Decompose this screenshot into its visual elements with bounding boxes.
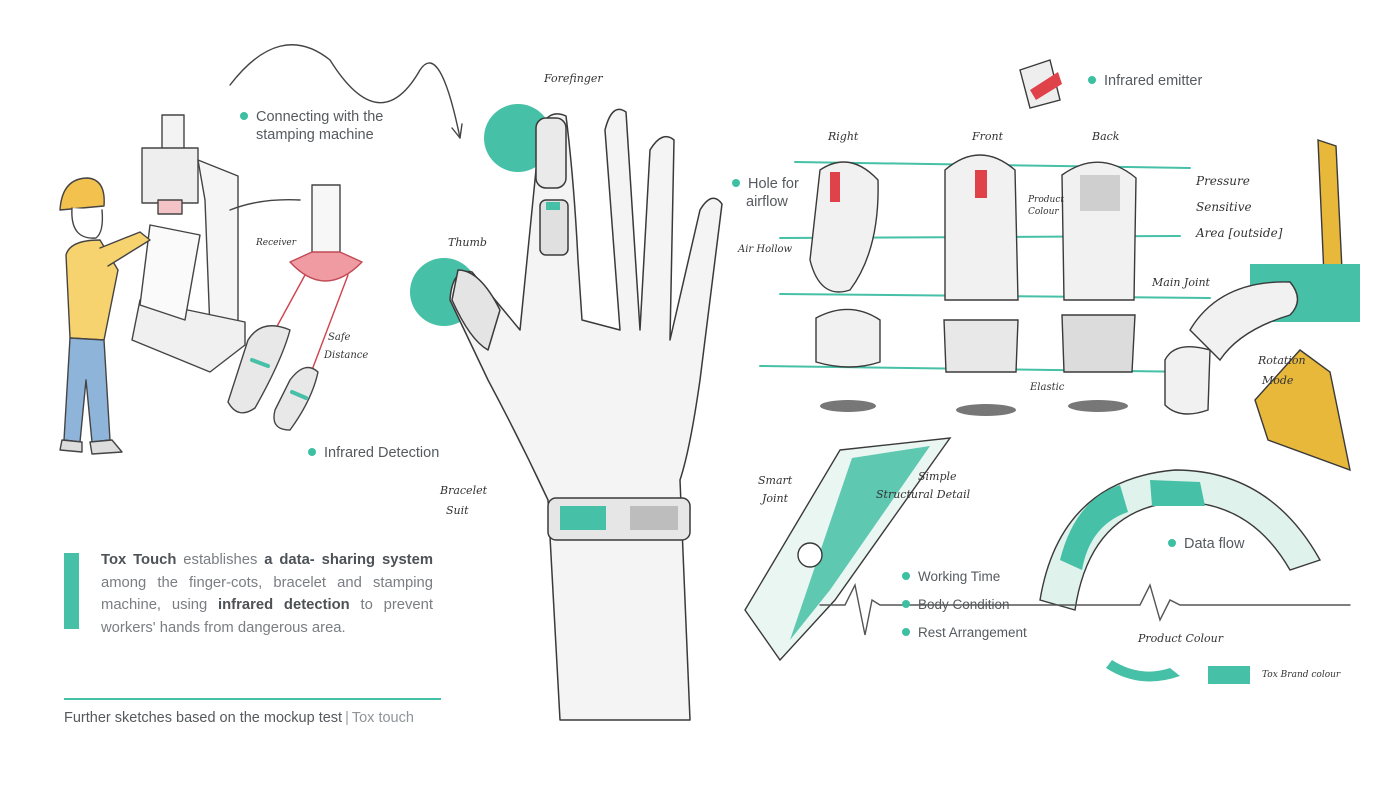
desc-part3: to prevent workers' hands from dangerous… bbox=[101, 597, 434, 636]
infrared-emitter-label: Infrared emitter bbox=[1104, 73, 1203, 89]
rest-arrangement-label: Rest Arrangement bbox=[918, 625, 1027, 640]
connecting-annotation: Connecting with the stamping machine bbox=[240, 108, 383, 144]
product-colour-label: Product Colour bbox=[1028, 195, 1064, 217]
caption-separator: | bbox=[345, 710, 349, 726]
bullet-dot-icon bbox=[902, 628, 910, 637]
description-text: Tox Touch establishes a data- sharing sy… bbox=[101, 549, 433, 639]
front-label: Front bbox=[972, 130, 1004, 143]
suit-label: Suit bbox=[446, 504, 469, 517]
description-accent-bar bbox=[64, 553, 79, 629]
infrared-detection-annotation: Infrared Detection bbox=[308, 444, 439, 462]
caption-project: Tox touch bbox=[351, 710, 414, 726]
forefinger-label: Forefinger bbox=[544, 72, 603, 85]
tox-brand-colour-label: Tox Brand colour bbox=[1262, 670, 1341, 680]
bullet-dot-icon bbox=[308, 448, 316, 457]
main-joint-sketch bbox=[1164, 139, 1360, 472]
caption: Further sketches based on the mockup tes… bbox=[64, 710, 414, 726]
brand-name: Tox Touch bbox=[101, 552, 177, 568]
pressure-label: Pressure bbox=[1196, 174, 1250, 188]
mode-label: Mode bbox=[1262, 374, 1294, 387]
hand-sketch bbox=[410, 104, 723, 721]
thumb-label: Thumb bbox=[448, 236, 487, 249]
body-condition-annotation: Body Condition bbox=[902, 596, 1010, 614]
bullet-dot-icon bbox=[732, 179, 740, 188]
distance-label: Distance bbox=[324, 350, 369, 361]
hole-line1: Hole for bbox=[748, 176, 799, 192]
rotation-label: Rotation bbox=[1258, 354, 1306, 367]
connecting-line2: stamping machine bbox=[256, 127, 374, 143]
safe-label: Safe bbox=[328, 332, 351, 343]
sensitive-label: Sensitive bbox=[1196, 200, 1252, 214]
joint-label: Joint bbox=[762, 492, 789, 505]
bullet-dot-icon bbox=[1088, 76, 1096, 85]
worker-machine-sketch bbox=[59, 44, 463, 455]
back-label: Back bbox=[1092, 130, 1120, 143]
structural-detail-label: Structural Detail bbox=[876, 488, 971, 501]
finger-cot-views bbox=[759, 59, 1211, 416]
bracelet-label: Bracelet bbox=[440, 484, 488, 497]
hole-line2: airflow bbox=[746, 194, 788, 210]
data-flow-annotation: Data flow bbox=[1168, 535, 1244, 553]
bullet-dot-icon bbox=[902, 572, 910, 581]
infrared-detection-label: Infrared Detection bbox=[324, 445, 440, 461]
main-joint-label: Main Joint bbox=[1152, 276, 1210, 289]
desc-part2: among the finger-cots, bracelet and stam… bbox=[101, 574, 433, 614]
bullet-dot-icon bbox=[1168, 539, 1176, 548]
infrared-emitter-annotation: Infrared emitter bbox=[1088, 72, 1202, 90]
elastic-label: Elastic bbox=[1030, 382, 1065, 393]
area-outside-label: Area [outside] bbox=[1196, 226, 1283, 240]
bracelet-sketch bbox=[744, 437, 1351, 684]
hole-airflow-annotation: Hole for airflow bbox=[732, 175, 799, 211]
rest-arrangement-annotation: Rest Arrangement bbox=[902, 624, 1027, 642]
caption-text: Further sketches based on the mockup tes… bbox=[64, 710, 343, 726]
simple-label: Simple bbox=[918, 470, 957, 483]
caption-divider bbox=[64, 698, 441, 700]
right-label: Right bbox=[828, 130, 859, 143]
body-condition-label: Body Condition bbox=[918, 597, 1010, 612]
product-colour-2-label: Product Colour bbox=[1138, 632, 1224, 645]
desc-highlight-1: a data- sharing system bbox=[264, 552, 433, 568]
working-time-annotation: Working Time bbox=[902, 568, 1000, 586]
data-flow-label: Data flow bbox=[1184, 536, 1245, 552]
receiver-label: Receiver bbox=[256, 238, 297, 248]
working-time-label: Working Time bbox=[918, 569, 1001, 584]
desc-highlight-2: infrared detection bbox=[218, 597, 350, 613]
air-hollow-label: Air Hollow bbox=[738, 244, 793, 255]
connecting-line1: Connecting with the bbox=[256, 109, 384, 125]
bullet-dot-icon bbox=[240, 112, 248, 121]
bullet-dot-icon bbox=[902, 600, 910, 609]
desc-part1: establishes bbox=[176, 552, 265, 568]
smart-label: Smart bbox=[758, 474, 793, 487]
